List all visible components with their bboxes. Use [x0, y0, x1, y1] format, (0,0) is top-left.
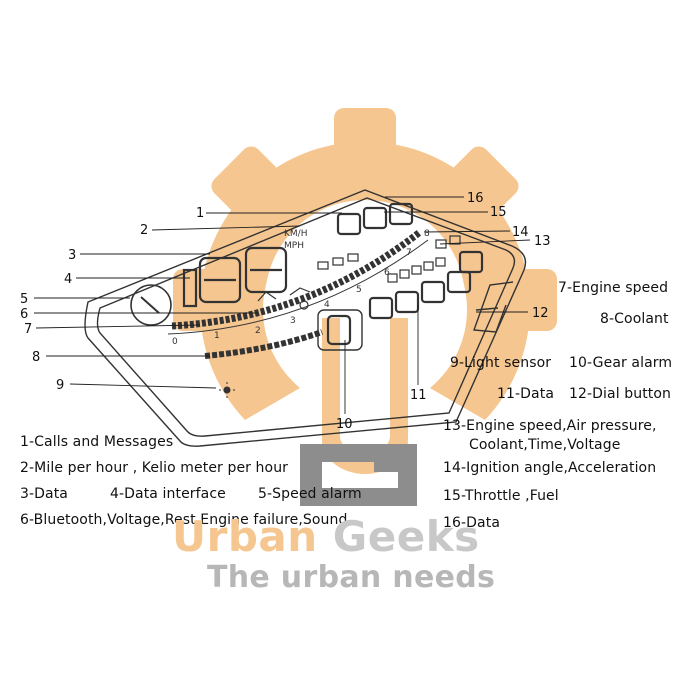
callout-10: 10 [336, 417, 353, 432]
legend-11: 11-Data [497, 386, 554, 402]
tach-scale: 0 1 2 3 4 5 6 7 8 [172, 229, 430, 347]
svg-text:5: 5 [356, 285, 362, 295]
callout-7: 7 [24, 322, 32, 337]
callout-16: 16 [467, 191, 484, 206]
brand-tagline: The urban needs [207, 560, 496, 595]
legend-7: 7-Engine speed [558, 280, 669, 296]
callout-8: 8 [32, 350, 40, 365]
callout-lines [34, 196, 531, 414]
legend-3: 3-Data [20, 486, 68, 502]
callout-12: 12 [532, 306, 549, 321]
callout-6: 6 [20, 307, 28, 322]
svg-text:6: 6 [384, 268, 390, 278]
legend-14: 14-Ignition angle,Acceleration [443, 460, 657, 476]
callout-13: 13 [534, 234, 551, 249]
svg-text:7: 7 [406, 248, 412, 258]
legend-8: 8-Coolant [600, 311, 669, 327]
legend-12: 12-Dial button [569, 386, 672, 402]
brand-name: Urban Geeks [172, 512, 480, 561]
svg-text:1: 1 [214, 331, 220, 341]
data-digit-box [317, 309, 363, 351]
legend-2: 2-Mile per hour , Kelio meter per hour [20, 460, 289, 476]
callout-14: 14 [512, 225, 529, 240]
svg-text:2: 2 [255, 326, 261, 336]
svg-text:0: 0 [172, 337, 178, 347]
sun-icon [219, 382, 235, 398]
legend-9: 9-Light sensor [450, 355, 552, 371]
data-digits-16 [336, 202, 414, 236]
svg-text:3: 3 [290, 316, 296, 326]
callout-11: 11 [410, 388, 427, 403]
legend-16: 16-Data [443, 515, 500, 531]
speed-unit-kmh: KM/H [284, 229, 307, 239]
legend-5: 5-Speed alarm [258, 486, 362, 502]
hud-device [84, 189, 527, 447]
callout-2: 2 [140, 223, 148, 238]
callout-15: 15 [490, 205, 507, 220]
callout-4: 4 [64, 272, 72, 287]
brand-name-part1: Urban [172, 512, 318, 561]
legend-1: 1-Calls and Messages [20, 434, 174, 450]
legend-6: 6-Bluetooth,Voltage,Rest,Engine failure,… [20, 512, 348, 528]
brand-name-part2: Geeks [317, 512, 480, 561]
legend-13a: 13-Engine speed,Air pressure, [443, 418, 657, 434]
svg-text:4: 4 [324, 300, 330, 310]
callout-5: 5 [20, 292, 28, 307]
svg-text:8: 8 [424, 229, 430, 239]
speed-unit-mph: MPH [284, 241, 304, 251]
coolant-bar [204, 329, 323, 359]
phone-icon [130, 284, 172, 326]
engine-speed-arc [171, 229, 423, 330]
callout-3: 3 [68, 248, 76, 263]
callout-numbers: 1 2 3 4 5 6 7 8 9 10 11 12 13 14 15 16 [20, 191, 551, 432]
legend-10: 10-Gear alarm [569, 355, 673, 371]
legend-4: 4-Data interface [110, 486, 226, 502]
legend-15: 15-Throttle ,Fuel [443, 488, 559, 504]
data-digits-11 [368, 250, 484, 320]
hud-display: KM/H MPH 0 1 [130, 202, 484, 398]
callout-1: 1 [196, 206, 204, 221]
legend-13b: Coolant,Time,Voltage [469, 437, 621, 453]
callout-9: 9 [56, 378, 64, 393]
